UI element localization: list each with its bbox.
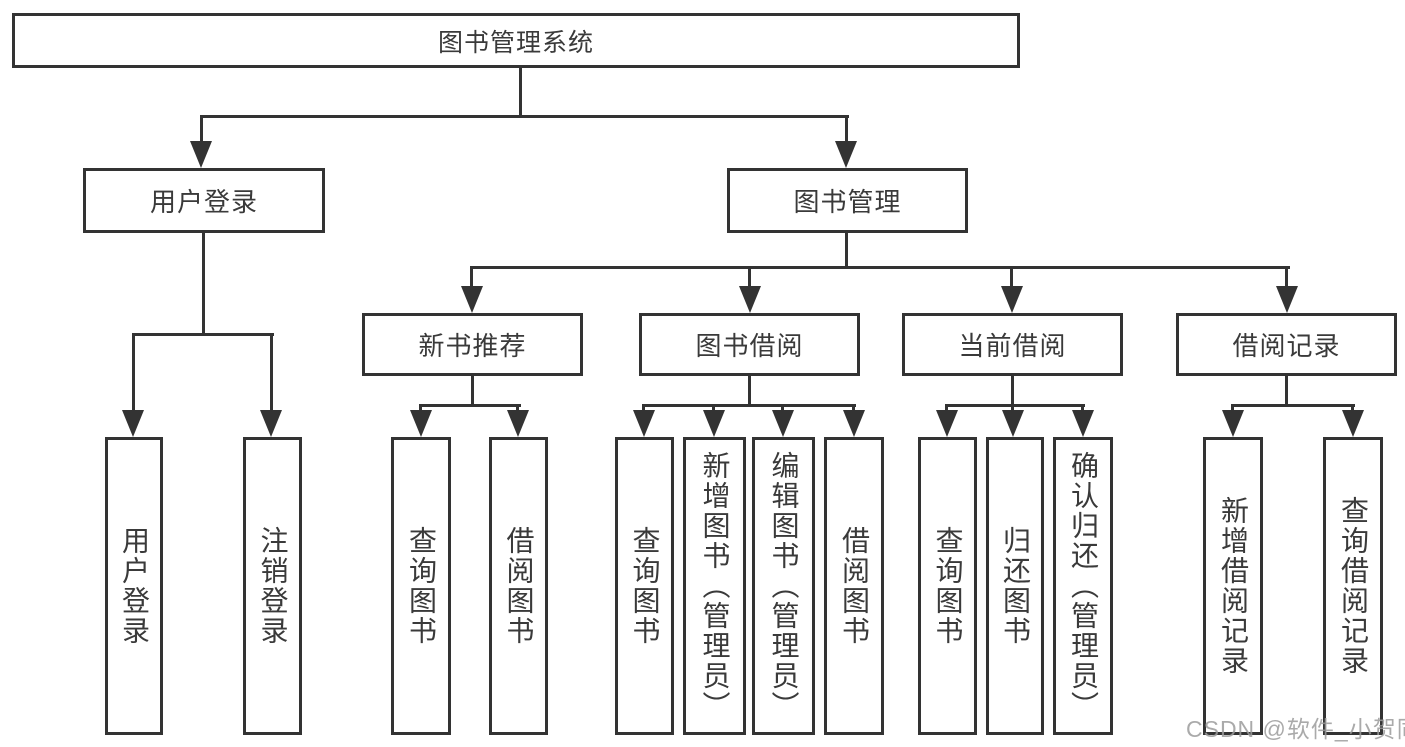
arrowhead-icon (1072, 410, 1094, 437)
arrowhead-icon (843, 410, 865, 437)
connector-line (202, 233, 205, 336)
connector-line (845, 233, 848, 269)
connector-line (748, 266, 751, 288)
node-label: 查询图书 (629, 526, 661, 646)
node-label: 编辑图书（管理员） (768, 451, 800, 721)
node-borrow-records: 借阅记录 (1176, 313, 1397, 376)
node-label: 图书借阅 (695, 331, 804, 361)
node-label: 用户登录 (149, 187, 258, 217)
connector-line (1285, 266, 1288, 288)
connector-line (270, 333, 273, 410)
node-label: 新书推荐 (418, 331, 527, 361)
node-book-management: 图书管理 (727, 168, 968, 233)
node-user-login-action: 用户登录 (105, 437, 163, 735)
node-label: 用户登录 (119, 526, 150, 646)
node-edit-book-admin: 编辑图书（管理员） (752, 437, 815, 735)
node-label: 归还图书 (1000, 526, 1031, 646)
arrowhead-icon (190, 141, 212, 168)
node-book-borrowing: 图书借阅 (639, 313, 860, 376)
node-query-books: 查询图书 (391, 437, 451, 735)
node-label: 图书管理 (793, 187, 902, 217)
connector-line (1010, 266, 1013, 288)
node-new-book-recommendation: 新书推荐 (362, 313, 583, 376)
node-return-books: 归还图书 (986, 437, 1044, 735)
arrowhead-icon (703, 410, 725, 437)
connector-line (748, 376, 751, 407)
arrowhead-icon (1002, 410, 1024, 437)
connector-line (519, 68, 522, 116)
arrowhead-icon (772, 410, 794, 437)
node-borrow-books: 借阅图书 (489, 437, 548, 735)
node-confirm-return-admin: 确认归还（管理员） (1053, 437, 1113, 735)
arrowhead-icon (260, 410, 282, 437)
connector-line (1285, 376, 1288, 407)
node-query-borrow-record: 查询借阅记录 (1323, 437, 1383, 735)
node-label: 新增借阅记录 (1218, 496, 1249, 676)
connector-line (419, 404, 521, 407)
arrowhead-icon (936, 410, 958, 437)
node-query-books: 查询图书 (918, 437, 977, 735)
node-query-books: 查询图书 (615, 437, 674, 735)
node-add-book-admin: 新增图书（管理员） (683, 437, 746, 735)
watermark-text: CSDN @软件_小贺同学 (1186, 716, 1405, 742)
connector-line (471, 376, 474, 407)
node-borrow-books: 借阅图书 (824, 437, 884, 735)
connector-line (845, 115, 848, 145)
node-label: 借阅图书 (503, 526, 535, 646)
node-label: 查询图书 (932, 526, 964, 646)
node-logout: 注销登录 (243, 437, 302, 735)
connector-line (470, 266, 1290, 269)
node-current-borrowing: 当前借阅 (902, 313, 1123, 376)
connector-line (470, 266, 473, 288)
node-label: 当前借阅 (958, 331, 1067, 361)
node-label: 借阅图书 (839, 526, 870, 646)
node-label: 查询图书 (406, 526, 437, 646)
arrowhead-icon (1276, 286, 1298, 313)
arrowhead-icon (1001, 286, 1023, 313)
arrowhead-icon (1222, 410, 1244, 437)
arrowhead-icon (739, 286, 761, 313)
connector-line (200, 115, 849, 118)
arrowhead-icon (507, 410, 529, 437)
arrowhead-icon (1342, 410, 1364, 437)
connector-line (642, 404, 856, 407)
node-label: 注销登录 (257, 526, 289, 646)
arrowhead-icon (835, 141, 857, 168)
node-label: 查询借阅记录 (1338, 496, 1369, 676)
arrowhead-icon (461, 286, 483, 313)
connector-line (1231, 404, 1355, 407)
arrowhead-icon (633, 410, 655, 437)
node-label: 图书管理系统 (437, 28, 594, 57)
node-label: 新增图书（管理员） (699, 451, 731, 721)
connector-line (132, 333, 135, 410)
node-library-system: 图书管理系统 (12, 13, 1020, 68)
node-label: 确认归还（管理员） (1068, 451, 1099, 721)
node-user-login: 用户登录 (83, 168, 325, 233)
arrowhead-icon (122, 410, 144, 437)
connector-line (1011, 376, 1014, 407)
connector-line (945, 404, 1085, 407)
connector-line (200, 115, 203, 145)
arrowhead-icon (410, 410, 432, 437)
node-label: 借阅记录 (1232, 331, 1341, 361)
connector-line (132, 333, 274, 336)
node-add-borrow-record: 新增借阅记录 (1203, 437, 1263, 735)
